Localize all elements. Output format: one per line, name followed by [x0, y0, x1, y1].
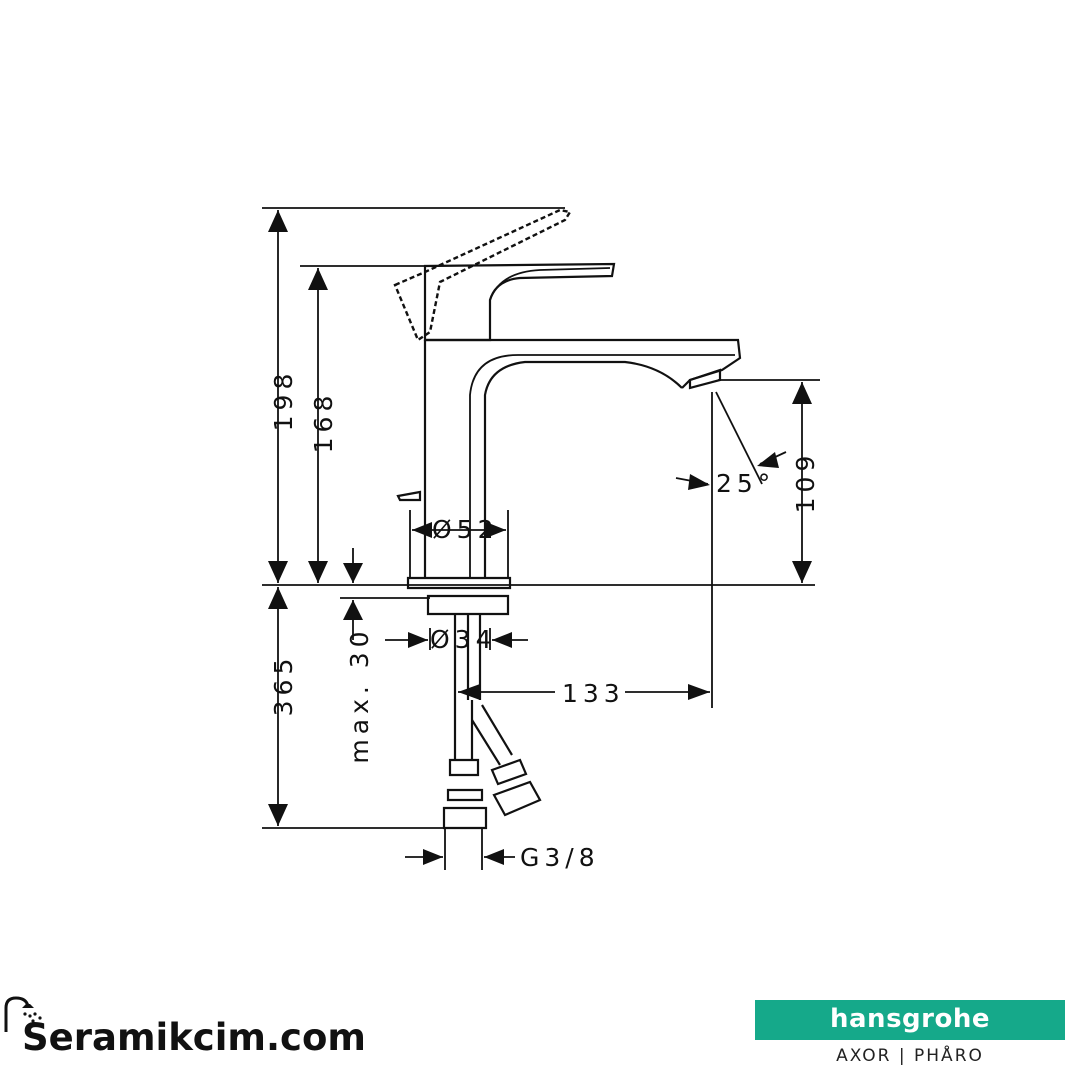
hansgrohe-logo: hansgrohe AXOR | PHÅRO [755, 1000, 1065, 1070]
dim-168: 168 [309, 391, 338, 454]
extension-lines [262, 207, 820, 870]
brand-sublabel: AXOR | PHÅRO [836, 1046, 984, 1066]
arrow-198-bottom [268, 561, 288, 583]
dimension-lines [268, 210, 812, 865]
brand-name: hansgrohe [830, 1004, 990, 1034]
site-watermark: Seramikcim.com [0, 990, 420, 1075]
dim-max-30: max. 30 [345, 626, 374, 763]
brand-bar [755, 1000, 1065, 1040]
site-name: Seramikcim.com [22, 1016, 366, 1059]
arrow-198-top [268, 210, 288, 232]
dim-projection: 133 [562, 679, 625, 708]
dim-base-diameter: Ø52 [432, 515, 499, 544]
dim-109: 109 [791, 451, 820, 514]
dim-angle: 25° [716, 469, 775, 498]
shower-icon [4, 996, 42, 1032]
faucet-outline [393, 208, 742, 830]
dim-shank-diameter: Ø34 [430, 625, 497, 654]
dim-365: 365 [269, 654, 298, 717]
dim-198: 198 [269, 369, 298, 432]
dim-connection: G3/8 [520, 843, 600, 872]
